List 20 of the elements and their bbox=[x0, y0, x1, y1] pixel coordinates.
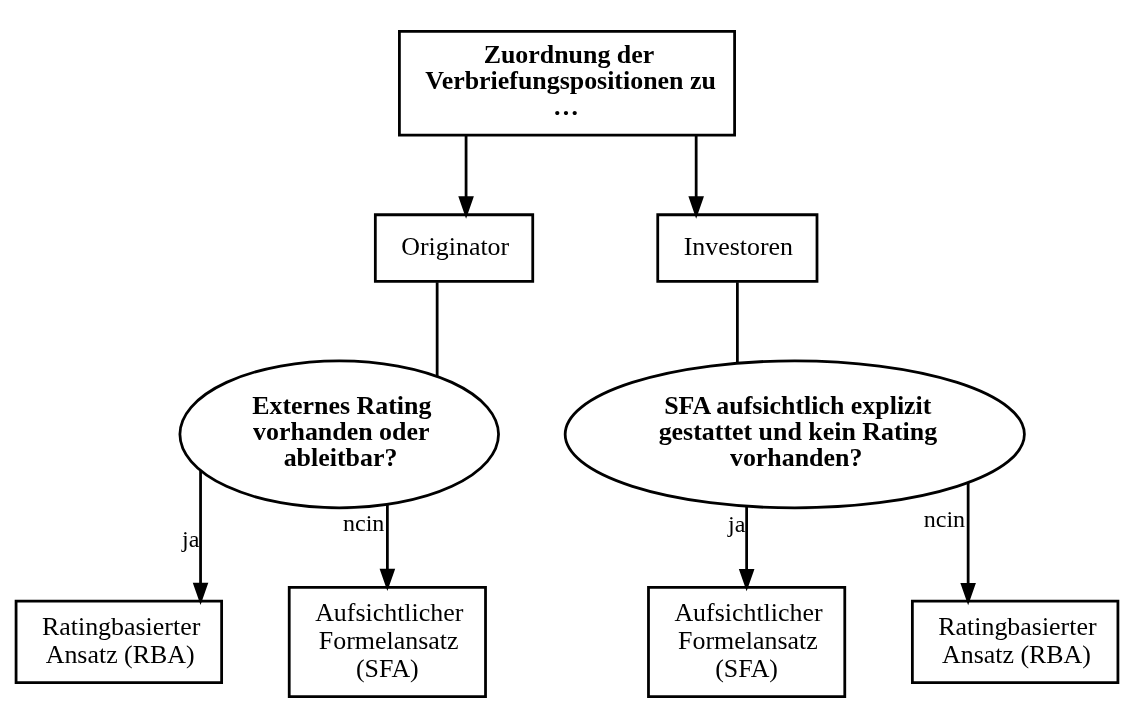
node-box: Aufsichtlicher Formelansatz (SFA) bbox=[647, 585, 847, 698]
node-box: Ratingbasierter Ansatz (RBA) bbox=[911, 599, 1120, 684]
node-ellipse: Externes Rating vorhanden oder ableitbar? bbox=[178, 358, 500, 509]
node-box: Investoren bbox=[656, 212, 819, 283]
edge-label: ja bbox=[728, 510, 746, 537]
arrow bbox=[192, 470, 209, 605]
node-box: Zuordnung der Verbriefungspositionen zu … bbox=[398, 29, 736, 136]
node-ellipse: SFA aufsichtlich explizit gestattet und kein Rating vorhanden? bbox=[563, 358, 1026, 509]
arrow bbox=[960, 482, 976, 605]
node-box: Aufsichtlicher Formelansatz (SFA) bbox=[287, 585, 487, 698]
edge-label: ja bbox=[182, 525, 200, 552]
node-box: Originator bbox=[373, 212, 535, 283]
arrow bbox=[688, 134, 704, 219]
node-box: Ratingbasierter Ansatz (RBA) bbox=[14, 599, 223, 684]
edge-label: ncin bbox=[342, 509, 385, 536]
arrow bbox=[379, 504, 396, 591]
connector bbox=[435, 281, 439, 376]
arrow bbox=[458, 134, 474, 219]
arrow bbox=[738, 505, 755, 591]
connector bbox=[736, 281, 739, 363]
